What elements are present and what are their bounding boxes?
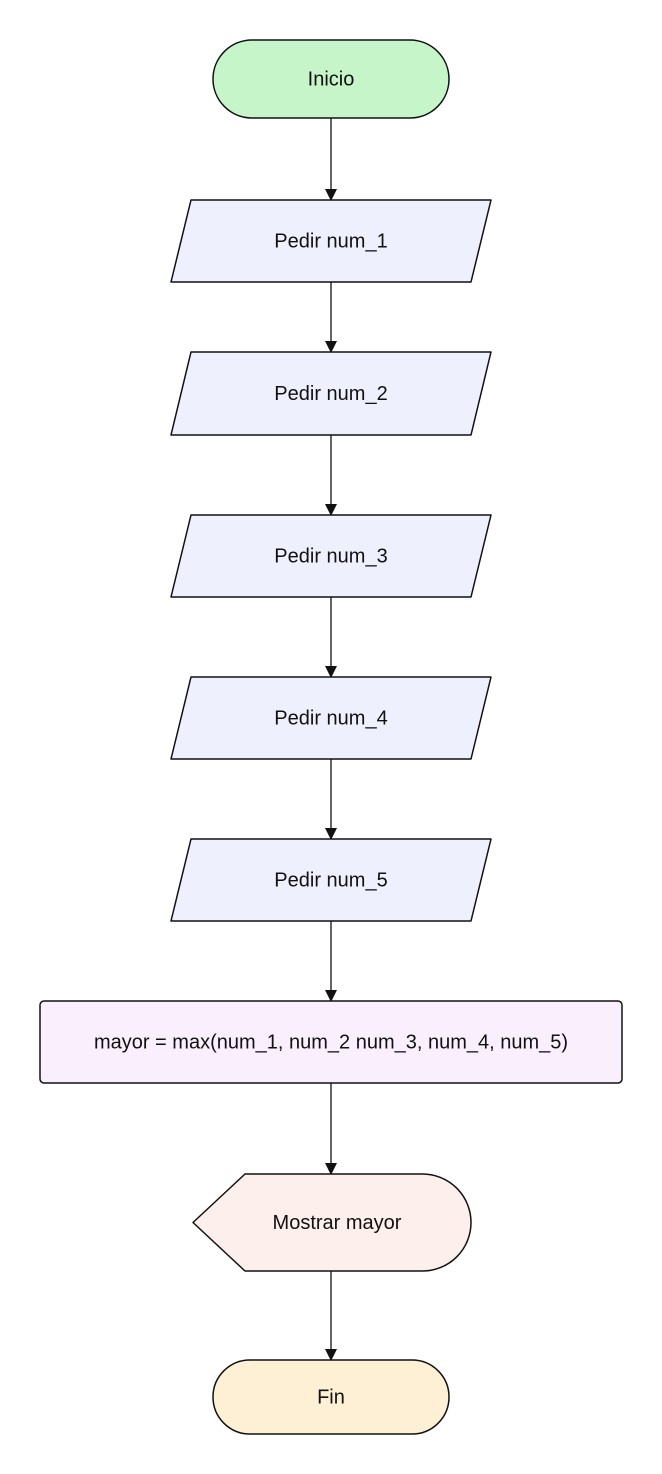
node-end-shape [212, 1359, 450, 1435]
node-start-shape [212, 39, 450, 119]
node-in2-shape [170, 351, 492, 436]
node-in5-shape [170, 838, 492, 922]
node-proc-label: mayor = max(num_1, num_2 num_3, num_4, n… [94, 1031, 568, 1053]
node-out-label: Mostrar mayor [273, 1212, 402, 1234]
node-end-label: Fin [317, 1386, 345, 1408]
node-end: Fin [212, 1359, 450, 1435]
node-in3-shape [170, 514, 492, 598]
node-in1: Pedir num_1 [170, 199, 492, 283]
node-in4-label: Pedir num_4 [274, 707, 387, 729]
node-in5: Pedir num_5 [170, 838, 492, 922]
node-in4-shape [170, 676, 492, 760]
node-start: Inicio [212, 39, 450, 119]
node-out-shape [192, 1173, 472, 1272]
node-proc-shape [39, 1000, 623, 1084]
node-in1-label: Pedir num_1 [274, 230, 387, 252]
node-in4: Pedir num_4 [170, 676, 492, 760]
node-out: Mostrar mayor [192, 1173, 472, 1272]
node-start-label: Inicio [308, 68, 355, 90]
node-in2-label: Pedir num_2 [274, 383, 387, 405]
node-in3: Pedir num_3 [170, 514, 492, 598]
node-proc: mayor = max(num_1, num_2 num_3, num_4, n… [39, 1000, 623, 1084]
node-in2: Pedir num_2 [170, 351, 492, 436]
node-in3-label: Pedir num_3 [274, 545, 387, 567]
node-in1-shape [170, 199, 492, 283]
node-in5-label: Pedir num_5 [274, 869, 387, 891]
